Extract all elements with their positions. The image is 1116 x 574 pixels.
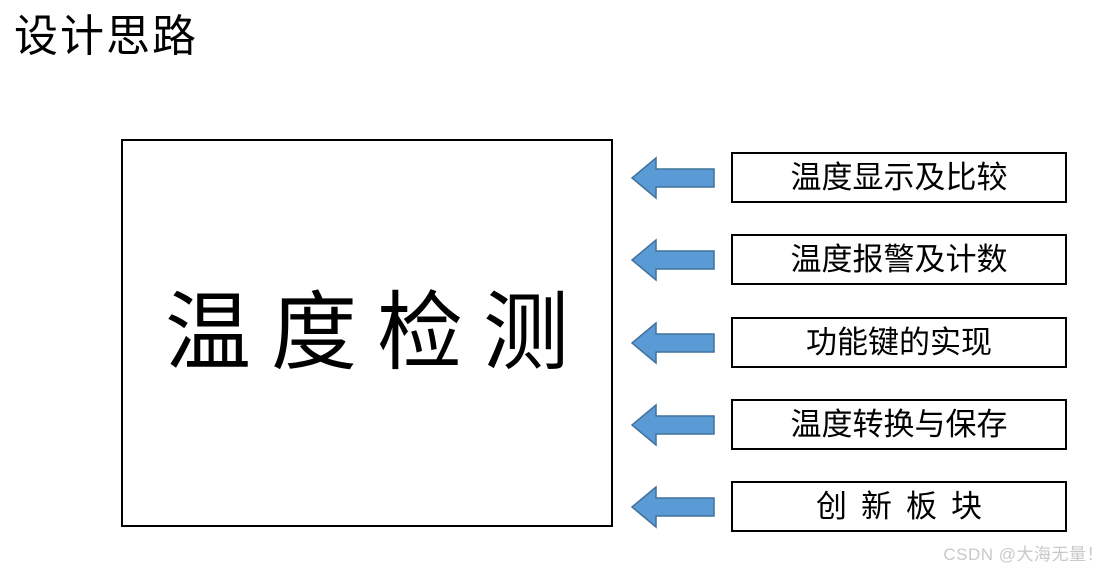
feature-box: 功能键的实现 (731, 317, 1067, 368)
feature-row: 温度显示及比较 (630, 152, 1070, 204)
main-concept-box: 温度检测 (121, 139, 613, 527)
feature-label: 功能键的实现 (806, 324, 992, 360)
feature-label: 温度报警及计数 (790, 241, 1008, 277)
feature-label: 创新板块 (816, 488, 996, 524)
feature-row: 温度报警及计数 (630, 234, 1070, 286)
csdn-watermark: CSDN @大海无量！ (943, 545, 1104, 564)
main-concept-label: 温度检测 (165, 285, 589, 381)
feature-label: 温度转换与保存 (790, 406, 1008, 442)
feature-row: 功能键的实现 (630, 317, 1070, 369)
feature-row: 创新板块 (630, 481, 1070, 533)
feature-box: 温度转换与保存 (731, 399, 1067, 450)
arrow-left-icon (630, 238, 716, 282)
arrow-left-icon (630, 485, 716, 529)
feature-row: 温度转换与保存 (630, 399, 1070, 451)
feature-box: 温度报警及计数 (731, 234, 1067, 285)
feature-box: 创新板块 (731, 481, 1067, 532)
feature-box: 温度显示及比较 (731, 152, 1067, 203)
feature-label: 温度显示及比较 (790, 159, 1008, 195)
arrow-left-icon (630, 156, 716, 200)
arrow-left-icon (630, 403, 716, 447)
arrow-left-icon (630, 321, 716, 365)
page-title: 设计思路 (14, 12, 198, 61)
